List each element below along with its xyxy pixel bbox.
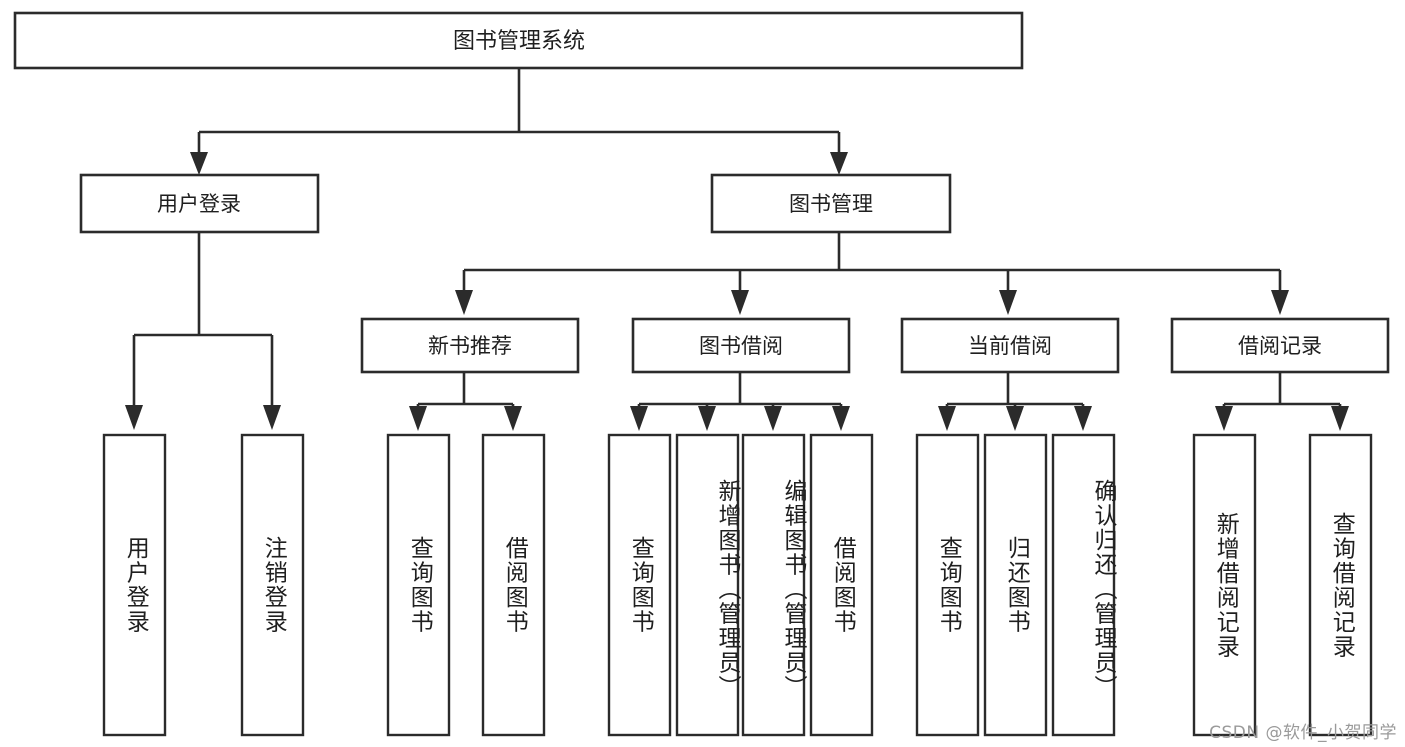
leaf-box-book-borrow-0[interactable] [607, 433, 672, 737]
arrow-head-currentborrow-leaf-2 [1006, 406, 1024, 431]
leaf-box-book-borrow-2[interactable] [741, 433, 806, 737]
node-book-borrow[interactable]: 图书借阅 [631, 317, 851, 374]
csdn-watermark: CSDN @软件_小贺同学 [1209, 723, 1397, 743]
leaf-box-book-borrow-3[interactable] [809, 433, 874, 737]
node-root-label: 图书管理系统 [453, 29, 585, 54]
arrow-head-borrowrecord-leaf-1 [1215, 406, 1233, 431]
arrow-head-currentborrow-leaf-1 [938, 406, 956, 431]
arrow-head-current-borrow [999, 290, 1017, 315]
leaf-box-current-borrow-1[interactable] [983, 433, 1048, 737]
leaf-box-borrow-record-0[interactable] [1192, 433, 1257, 737]
leaf-box-book-borrow-1[interactable] [675, 433, 740, 737]
arrow-head-currentborrow-leaf-3 [1074, 406, 1092, 431]
node-root[interactable]: 图书管理系统 [13, 11, 1024, 70]
arrow-head-bookborrow-leaf-3 [764, 406, 782, 431]
arrow-head-leaf-user-login [125, 405, 143, 430]
leaf-box-borrow-record-1[interactable] [1308, 433, 1373, 737]
node-borrow-record-label: 借阅记录 [1238, 334, 1322, 358]
connectors-layer [125, 68, 1349, 431]
arrow-head-borrow-record [1271, 290, 1289, 315]
leaf-box-current-borrow-0[interactable] [915, 433, 980, 737]
arrow-head-leaf-logout [263, 405, 281, 430]
arrow-head-book-borrow [731, 290, 749, 315]
node-new-book-recommend[interactable]: 新书推荐 [360, 317, 580, 374]
node-current-borrow-label: 当前借阅 [968, 334, 1052, 358]
leaf-box-new-book-0[interactable] [386, 433, 451, 737]
arrow-head-newbook-leaf-2 [504, 406, 522, 431]
arrow-head-bookborrow-leaf-2 [698, 406, 716, 431]
arrow-head-bookborrow-leaf-4 [832, 406, 850, 431]
node-book-management-label: 图书管理 [789, 192, 873, 216]
node-new-book-recommend-label: 新书推荐 [428, 334, 512, 358]
node-current-borrow[interactable]: 当前借阅 [900, 317, 1120, 374]
node-book-borrow-label: 图书借阅 [699, 334, 783, 358]
node-user-login-label: 用户登录 [157, 192, 241, 216]
arrow-head-bookborrow-leaf-1 [630, 406, 648, 431]
node-borrow-record[interactable]: 借阅记录 [1170, 317, 1390, 374]
leaf-box-user-login-0[interactable] [102, 433, 167, 737]
leaf-box-new-book-1[interactable] [481, 433, 546, 737]
arrow-head-new-book [455, 290, 473, 315]
leaf-box-user-login-1[interactable] [240, 433, 305, 737]
arrow-head-user-login [190, 152, 208, 175]
leaf-box-current-borrow-2[interactable] [1051, 433, 1116, 737]
arrow-head-borrowrecord-leaf-2 [1331, 406, 1349, 431]
node-user-login[interactable]: 用户登录 [79, 173, 320, 234]
arrow-head-book-mgmt [830, 152, 848, 175]
node-book-management[interactable]: 图书管理 [710, 173, 952, 234]
arrow-head-newbook-leaf-1 [409, 406, 427, 431]
